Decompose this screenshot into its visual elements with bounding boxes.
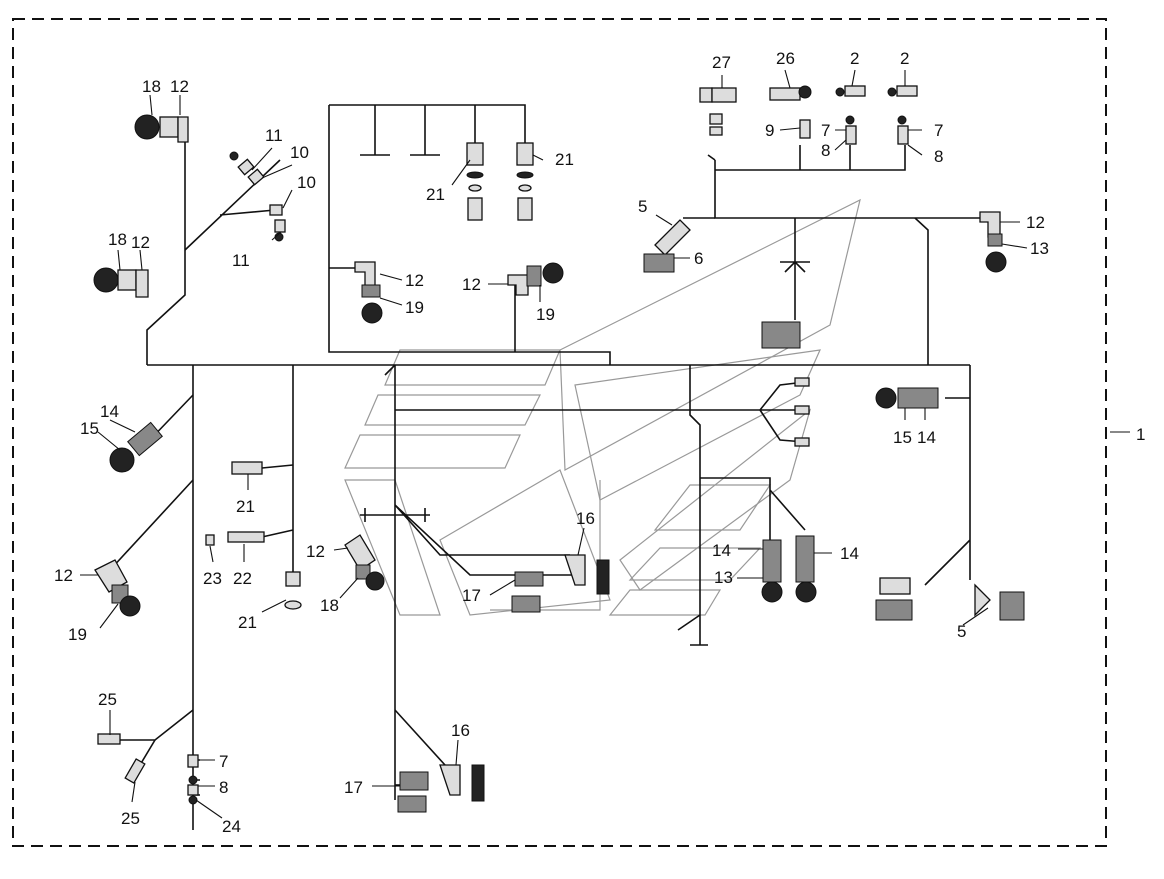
connector-14-right: [897, 387, 939, 409]
label-19-a: 19: [405, 298, 424, 317]
connector-15-left: [109, 447, 135, 473]
label-17-b: 17: [344, 778, 363, 797]
connector-18-top: [134, 114, 160, 140]
connector-5-upper: [654, 219, 691, 256]
connector-2-a: [835, 87, 845, 97]
label-7-b: 7: [934, 121, 943, 140]
label-26: 26: [776, 49, 795, 68]
leader-lines: [80, 69, 1130, 819]
label-11-a: 11: [265, 126, 283, 145]
label-12-b: 12: [131, 233, 150, 252]
label-25-a: 25: [98, 690, 117, 709]
label-16-b: 16: [451, 721, 470, 740]
label-12-g: 12: [306, 542, 325, 561]
connector-15-right: [875, 387, 897, 409]
label-17-a: 17: [462, 586, 481, 605]
label-12-e: 12: [1026, 213, 1045, 232]
label-18-a: 18: [142, 77, 161, 96]
label-25-b: 25: [121, 809, 140, 828]
label-5-b: 5: [957, 622, 966, 641]
label-24: 24: [222, 817, 241, 836]
connector-16-center: [564, 554, 586, 586]
label-12-f: 12: [54, 566, 73, 585]
label-19-c: 19: [68, 625, 87, 644]
connector-21-b: [516, 142, 534, 166]
label-8-a: 8: [821, 141, 830, 160]
label-16-a: 16: [576, 509, 595, 528]
connector-17-bottom: [399, 771, 429, 791]
label-2-a: 2: [850, 49, 859, 68]
label-2-b: 2: [900, 49, 909, 68]
label-14-b: 14: [917, 428, 936, 447]
label-14-a: 14: [100, 402, 119, 421]
label-13-a: 13: [1030, 239, 1049, 258]
connector-25-b: [124, 758, 146, 784]
label-14-c: 14: [712, 541, 731, 560]
label-15-a: 15: [80, 419, 99, 438]
connector-27: [699, 87, 713, 103]
connector-16-bottom: [439, 764, 461, 796]
connector-12-top: [159, 116, 179, 138]
connector-21-a: [466, 142, 484, 166]
label-9: 9: [765, 121, 774, 140]
label-21-d: 21: [238, 613, 257, 632]
label-12-c: 12: [405, 271, 424, 290]
label-10-b: 10: [297, 173, 316, 192]
label-7-c: 7: [219, 752, 228, 771]
connector-21-lower: [231, 461, 263, 475]
label-21-c: 21: [236, 497, 255, 516]
connector-23: [205, 534, 215, 546]
connector-12-lower: [94, 559, 128, 593]
label-12-a: 12: [170, 77, 189, 96]
label-18-c: 18: [320, 596, 339, 615]
connector-2-b: [887, 87, 897, 97]
connector-14-lower-b: [795, 535, 815, 583]
connector-18-mid: [93, 267, 119, 293]
connector-5-lower: [974, 583, 991, 617]
label-14-d: 14: [840, 544, 859, 563]
label-23: 23: [203, 569, 222, 588]
connector-12-right: [979, 211, 1001, 238]
label-8-c: 8: [219, 778, 228, 797]
connector-25-a: [97, 733, 121, 745]
label-27: 27: [712, 53, 731, 72]
relay-block: [761, 321, 801, 349]
connector-26: [769, 87, 801, 101]
connector-22: [227, 531, 265, 543]
connector-14-lower-a: [762, 539, 782, 583]
label-15-b: 15: [893, 428, 912, 447]
label-6: 6: [694, 249, 703, 268]
label-22: 22: [233, 569, 252, 588]
connector-12-box: [354, 261, 376, 288]
label-21-b: 21: [555, 150, 574, 169]
connector-6: [643, 253, 675, 273]
plug-11-top: [229, 151, 239, 161]
assembly-boundary: [12, 18, 1107, 847]
label-21-a: 21: [426, 185, 445, 204]
label-18-b: 18: [108, 230, 127, 249]
label-12-d: 12: [462, 275, 481, 294]
label-5-a: 5: [638, 197, 647, 216]
label-1: 1: [1136, 425, 1145, 444]
components: [93, 85, 1025, 813]
label-13-b: 13: [714, 568, 733, 587]
label-10-a: 10: [290, 143, 309, 162]
label-7-a: 7: [821, 121, 830, 140]
label-11-b: 11: [232, 251, 250, 270]
connector-12-center: [344, 534, 376, 571]
callout-labels: 18 12 11 10 10 11 18 12 21 21 12 19 12 1…: [54, 49, 1145, 836]
connector-12-mid: [507, 274, 529, 296]
connector-14-left: [127, 421, 163, 457]
label-19-b: 19: [536, 305, 555, 324]
connector-21-bottom: [285, 571, 301, 587]
label-8-b: 8: [934, 147, 943, 166]
connector-17-center: [514, 571, 544, 587]
